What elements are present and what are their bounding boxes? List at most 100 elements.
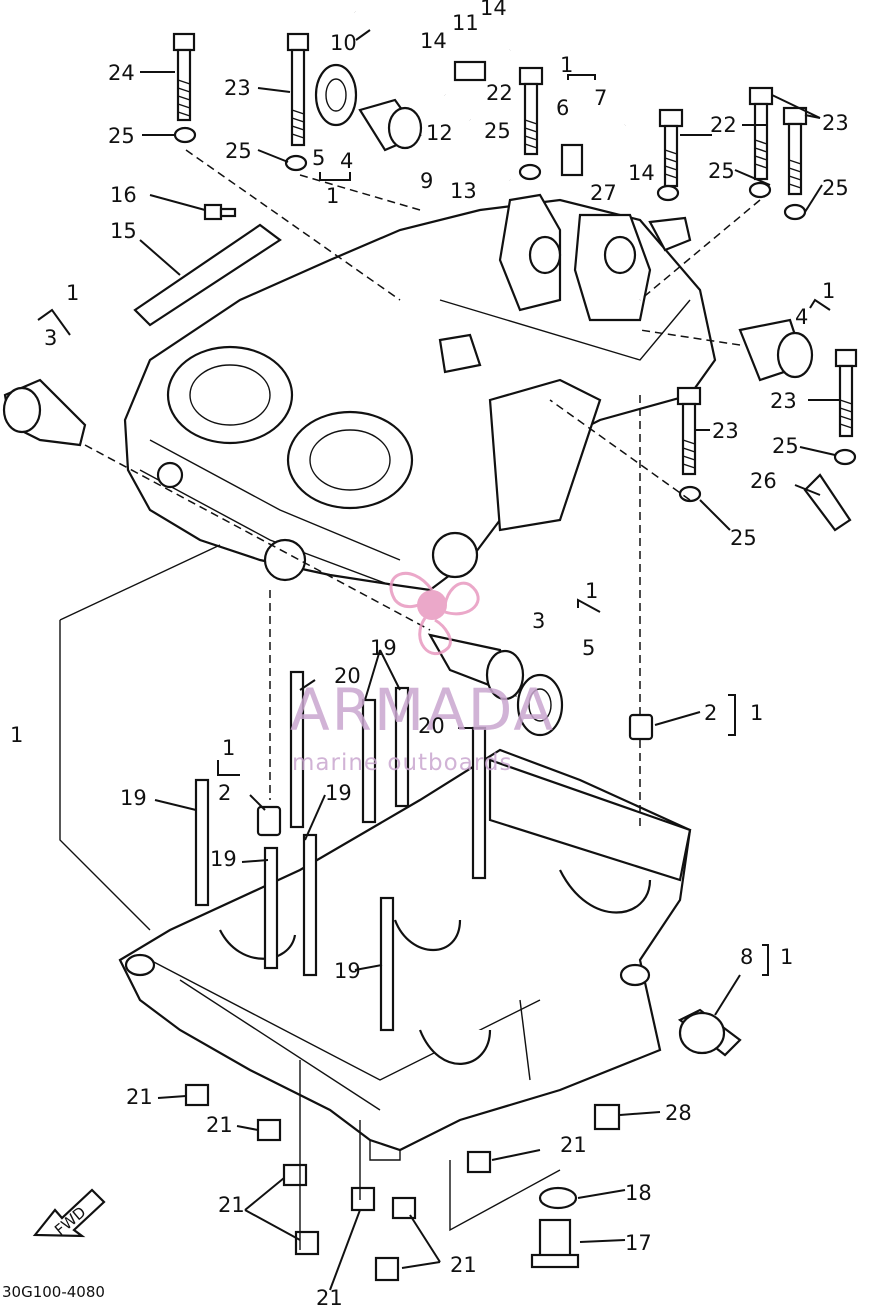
hose-9 [466, 118, 513, 184]
callout-1: 1 [822, 279, 835, 303]
assembly-lines [59, 149, 761, 1250]
bolt-22-right [658, 108, 684, 188]
hose-10 [352, 7, 448, 100]
callout-22: 22 [710, 113, 737, 137]
callout-26: 26 [750, 469, 777, 493]
bearing-4-right [738, 318, 814, 382]
dowel-pin-2-left [256, 805, 282, 837]
bolt-24 [172, 32, 196, 122]
callout-28: 28 [665, 1101, 692, 1125]
callout-3: 3 [532, 609, 545, 633]
callout-25: 25 [772, 434, 799, 458]
bearing-3-left [2, 378, 87, 447]
callout-7: 7 [594, 86, 607, 110]
callout-21: 21 [560, 1133, 587, 1157]
fitting-6 [560, 143, 584, 177]
callout-6: 6 [556, 96, 569, 120]
bolt-22-center [518, 66, 544, 156]
callout-1: 1 [10, 723, 23, 747]
callout-1: 1 [222, 736, 235, 760]
callout-21: 21 [450, 1253, 477, 1277]
callout-11: 11 [452, 11, 479, 35]
callout-27: 27 [590, 181, 617, 205]
callout-21: 21 [126, 1085, 153, 1109]
callout-1: 1 [750, 701, 763, 725]
oil-seal-5-top [314, 63, 358, 127]
callout-8: 8 [740, 945, 753, 969]
drain-plug-17 [530, 1218, 580, 1269]
armada-watermark: ARMADA marine outboards [290, 571, 555, 776]
washers-25 [173, 126, 857, 503]
callout-23: 23 [770, 389, 797, 413]
callout-9: 9 [420, 169, 433, 193]
callout-2: 2 [218, 781, 231, 805]
bolt-23-right-a [748, 86, 774, 181]
callout-1: 1 [780, 945, 793, 969]
studs-19-20 [194, 670, 487, 1032]
bearing-8 [677, 1008, 742, 1057]
leader-lines [139, 29, 840, 1291]
washer-18 [538, 1186, 578, 1210]
propeller-logo-icon [389, 571, 480, 656]
callout-labels: 24 23 25 25 5 4 1 10 14 11 14 12 9 13 22… [10, 0, 849, 1308]
callout-20: 20 [334, 664, 361, 688]
watermark-sub: marine outboards [292, 750, 512, 776]
callout-10: 10 [330, 31, 357, 55]
callout-19: 19 [210, 847, 237, 871]
callout-4: 4 [795, 305, 808, 329]
dowel-pin-2-right [628, 713, 654, 741]
bolt-23-mid [676, 386, 702, 476]
callout-25: 25 [484, 119, 511, 143]
callout-12: 12 [426, 121, 453, 145]
callout-23: 23 [712, 419, 739, 443]
callout-18: 18 [625, 1181, 652, 1205]
oil-seal-5-center [516, 673, 564, 737]
callout-20: 20 [418, 714, 445, 738]
callout-14: 14 [420, 29, 447, 53]
plug-28 [593, 1103, 621, 1131]
bearing-3-center [427, 633, 525, 701]
bolt-23-right-b [782, 106, 808, 196]
callout-21: 21 [316, 1286, 343, 1308]
diagram-code: 30G100-4080 [2, 1283, 105, 1301]
fwd-arrow-icon: FWD [32, 1188, 106, 1239]
callout-19: 19 [120, 786, 147, 810]
callout-5: 5 [582, 636, 595, 660]
bracket-27 [648, 216, 692, 252]
callout-15: 15 [110, 219, 137, 243]
callout-2: 2 [704, 701, 717, 725]
callout-4: 4 [340, 149, 353, 173]
callout-25: 25 [708, 159, 735, 183]
callout-13: 13 [450, 179, 477, 203]
callout-22: 22 [486, 81, 513, 105]
callout-14: 14 [480, 0, 507, 20]
bolt-23-right-c [834, 348, 858, 438]
callout-25: 25 [225, 139, 252, 163]
callout-25: 25 [822, 176, 849, 200]
callout-1: 1 [585, 579, 598, 603]
plate-15 [133, 223, 282, 327]
callout-24: 24 [108, 61, 135, 85]
callout-1: 1 [560, 53, 573, 77]
bearing-4-top [358, 98, 423, 152]
callout-16: 16 [110, 183, 137, 207]
callout-3: 3 [44, 326, 57, 350]
watermark-brand: ARMADA [290, 676, 555, 744]
callout-1: 1 [66, 281, 79, 305]
callout-19: 19 [325, 781, 352, 805]
callout-19: 19 [334, 959, 361, 983]
hose-7 [509, 39, 656, 129]
callout-25: 25 [108, 124, 135, 148]
bolt-23-left [286, 32, 310, 147]
callout-5: 5 [312, 146, 325, 170]
callout-23: 23 [822, 111, 849, 135]
group-brackets [37, 74, 831, 976]
callout-23: 23 [224, 76, 251, 100]
callout-1: 1 [326, 184, 339, 208]
callout-14: 14 [628, 161, 655, 185]
upper-crankcase [123, 193, 717, 592]
callout-21: 21 [206, 1113, 233, 1137]
lower-crankcase [118, 748, 692, 1161]
nuts-21 [184, 1083, 492, 1282]
